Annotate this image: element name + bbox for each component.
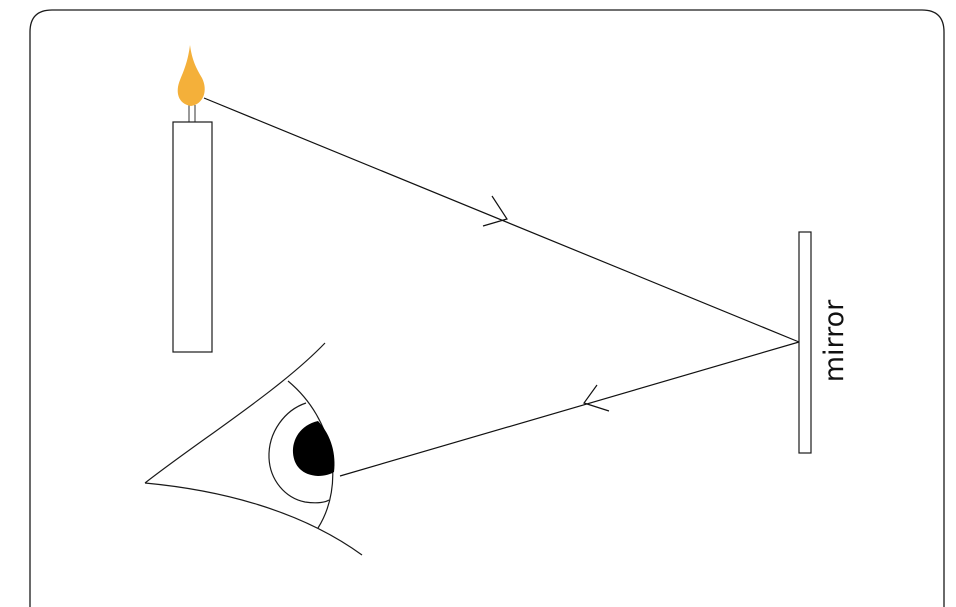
eye-pupil <box>293 421 335 476</box>
eye-icon <box>145 343 362 555</box>
mirror-label: mirror <box>819 299 850 382</box>
flame-icon <box>178 45 205 106</box>
incident-ray-arrow <box>483 196 507 226</box>
candle-icon <box>173 45 212 352</box>
reflected-ray <box>340 342 799 476</box>
eye-lower-lid <box>145 483 362 555</box>
candle-body <box>173 122 212 352</box>
mirror <box>799 232 811 453</box>
